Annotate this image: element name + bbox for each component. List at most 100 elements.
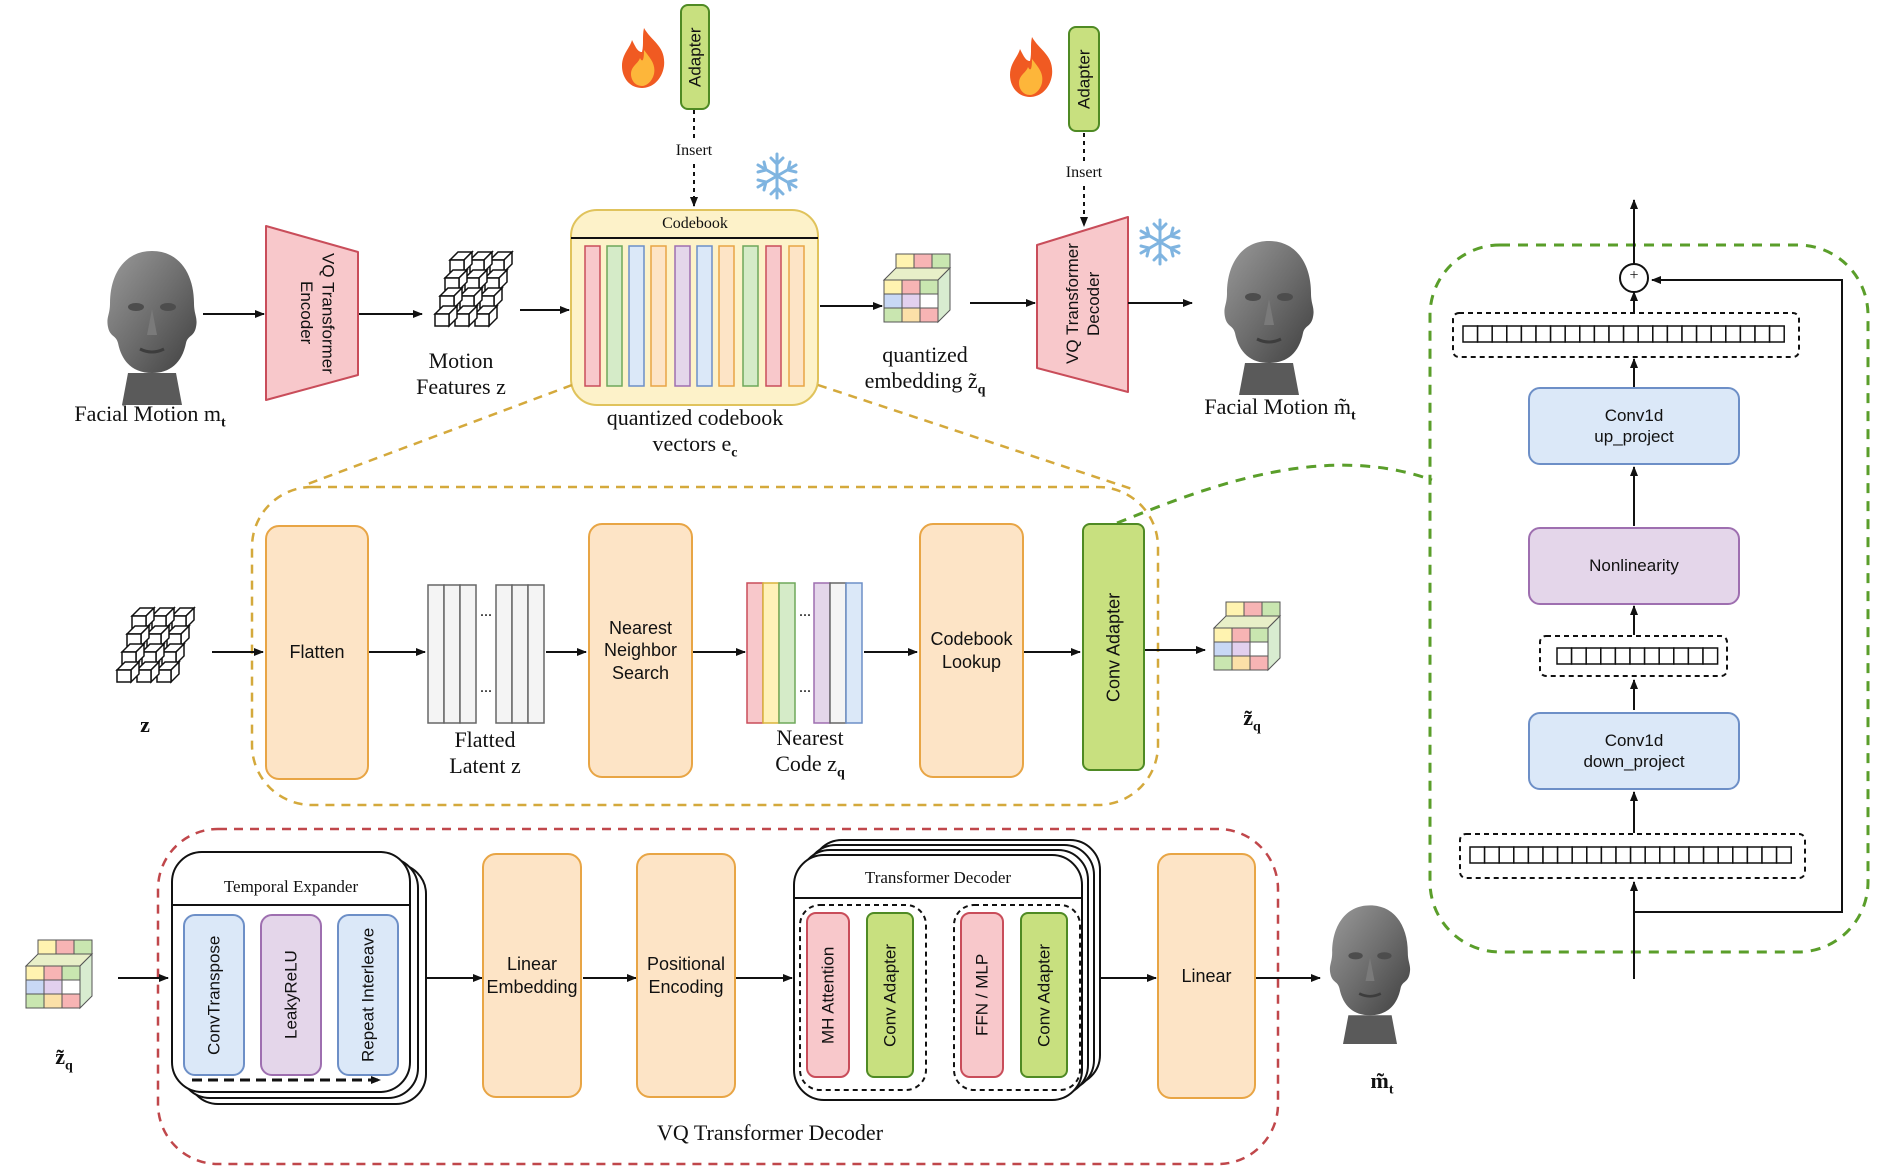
- vector-cell: [1527, 846, 1544, 864]
- vector-cell: [1666, 325, 1683, 343]
- face-icon-output: [1222, 239, 1316, 397]
- vector-cell: [1506, 325, 1523, 343]
- fire-icon: [1010, 37, 1053, 97]
- mh-attention-box: MH Attention: [806, 912, 850, 1078]
- vector-cell: [1673, 846, 1690, 864]
- ellipsis: ...: [799, 679, 811, 696]
- vector-cell: [1491, 325, 1508, 343]
- codebook-title: Codebook: [662, 215, 728, 232]
- insert-label: Insert: [1065, 164, 1103, 181]
- adapter-box-decoder: Adapter: [1068, 26, 1100, 132]
- vector-cell: [1768, 325, 1785, 343]
- adapter-detail-frame: [1428, 243, 1870, 954]
- facial-motion-output-label: Facial Motion m̃t: [1204, 394, 1356, 424]
- vector-cell: [1498, 846, 1515, 864]
- vector-cell: [1688, 846, 1705, 864]
- vector-cell: [1673, 647, 1690, 665]
- vector-cell: [1520, 325, 1537, 343]
- vector-cell: [1658, 647, 1675, 665]
- vector-cells: [1462, 325, 1792, 864]
- encoder-label: VQ Transformer Encoder: [297, 252, 338, 374]
- vector-cell: [1622, 325, 1639, 343]
- vector-cell: [1570, 647, 1587, 665]
- decoder-shape: [1036, 216, 1129, 393]
- colored-cube-grid-icon: [1212, 601, 1282, 672]
- vector-cell: [1717, 846, 1734, 864]
- vector-cell: [1483, 846, 1500, 864]
- transformer-decoder-title: Transformer Decoder: [864, 868, 1012, 887]
- vector-cell: [1681, 325, 1698, 343]
- vector-cell: [1542, 846, 1559, 864]
- ellipsis: ...: [799, 603, 811, 620]
- vector-cell: [1579, 325, 1596, 343]
- vector-cell: [1615, 846, 1632, 864]
- face-icon-input: [105, 249, 199, 407]
- conv-transpose-box: ConvTranspose: [183, 914, 245, 1076]
- nearest-code-icon: [746, 582, 863, 724]
- vector-cell: [1725, 325, 1742, 343]
- adapter-box-codebook: Adapter: [680, 4, 710, 110]
- nonlinearity-box: Nonlinearity: [1528, 527, 1740, 605]
- vector-cell: [1732, 846, 1749, 864]
- snowflake-icon: [756, 152, 798, 200]
- decoder-label: VQ Transformer Decoder: [1062, 243, 1103, 365]
- vector-cell: [1629, 846, 1646, 864]
- vector-cell: [1644, 846, 1661, 864]
- vector-cell: [1614, 647, 1631, 665]
- colored-cube-grid-icon: [24, 939, 94, 1010]
- flatten-box: Flatten: [265, 525, 369, 780]
- temporal-expander-title: Temporal Expander: [223, 877, 359, 896]
- vector-cell: [1695, 325, 1712, 343]
- zq-label: z̃q: [1243, 705, 1261, 735]
- vector-cell: [1702, 846, 1719, 864]
- vector-cell: [1556, 647, 1573, 665]
- leaky-relu-box: LeakyReLU: [260, 914, 322, 1076]
- codebook-bars: [584, 245, 805, 387]
- z-label: z: [140, 712, 150, 737]
- positional-encoding-box: Positional Encoding: [636, 853, 736, 1098]
- vector-cell: [1549, 325, 1566, 343]
- vector-cell: [1593, 325, 1610, 343]
- decoder-detail-frame: [156, 827, 1280, 1166]
- vector-cell: [1513, 846, 1530, 864]
- vector-cell: [1600, 647, 1617, 665]
- vector-cell: [1710, 325, 1727, 343]
- vector-cell: [1571, 846, 1588, 864]
- decoder-caption: VQ Transformer Decoder: [656, 1120, 884, 1145]
- zq-label-bottom: z̃q: [55, 1044, 73, 1074]
- vector-cell: [1476, 325, 1493, 343]
- cube-grid-icon: [116, 607, 195, 683]
- vector-cell: [1469, 846, 1486, 864]
- flatted-latent-icon: [427, 584, 545, 724]
- snowflake-icon: [1139, 218, 1181, 266]
- vector-cell: [1564, 325, 1581, 343]
- vector-cell: [1754, 325, 1771, 343]
- vector-cell: [1608, 325, 1625, 343]
- encoder-shape: [265, 225, 359, 401]
- conv-adapter-box-1: Conv Adapter: [866, 912, 914, 1078]
- residual-add-node: [1619, 263, 1649, 293]
- conv-adapter-box: Conv Adapter: [1082, 523, 1145, 771]
- vector-cell: [1739, 325, 1756, 343]
- vector-cell: [1746, 846, 1763, 864]
- ellipsis: ...: [480, 603, 492, 620]
- vector-cell: [1585, 647, 1602, 665]
- ellipsis: ...: [480, 679, 492, 696]
- repeat-interleave-box: Repeat Interleave: [337, 914, 399, 1076]
- plus-sign: +: [1629, 267, 1639, 284]
- vector-cell: [1462, 325, 1479, 343]
- vector-cell: [1556, 846, 1573, 864]
- quantization-detail-frame: [250, 485, 1160, 807]
- vector-cell: [1643, 647, 1660, 665]
- cube-grid-icon: [434, 251, 513, 327]
- vector-cell: [1629, 647, 1646, 665]
- vector-cell: [1775, 846, 1792, 864]
